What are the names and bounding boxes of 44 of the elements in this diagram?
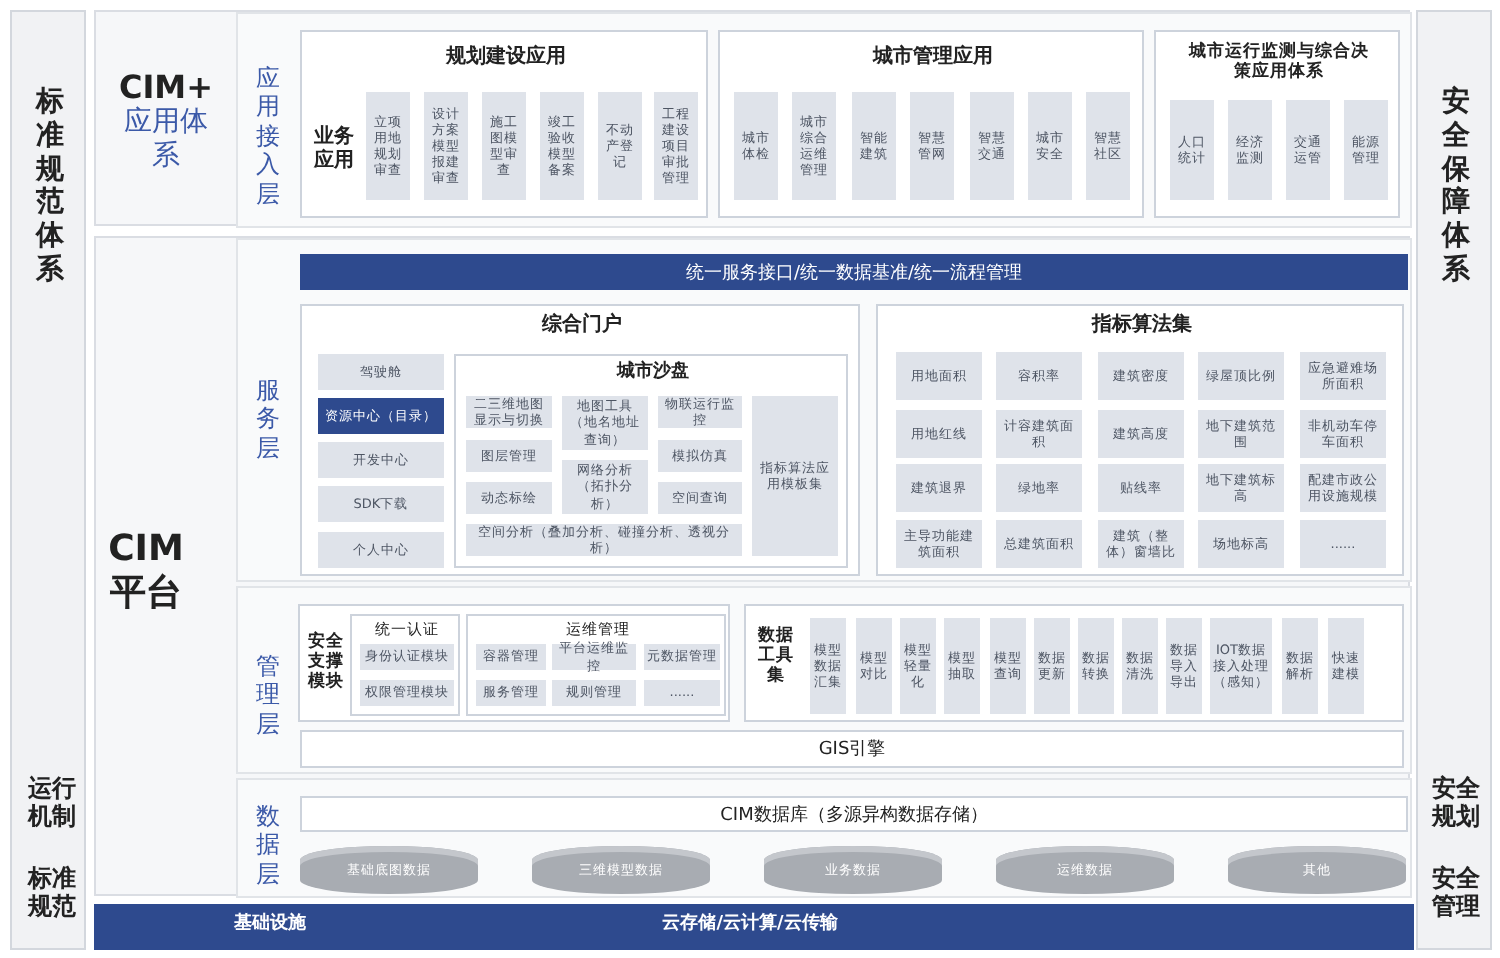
- side-panel: [1416, 10, 1492, 950]
- layer-label: 数据层: [254, 802, 282, 889]
- section-title: CIM平台: [106, 528, 186, 615]
- group-box: [298, 604, 730, 722]
- group-box: [744, 604, 1404, 722]
- side-title: 安全规划: [1429, 774, 1482, 832]
- infrastructure-bar: [94, 904, 1414, 950]
- group-box: [466, 614, 726, 716]
- box-title: 业务应用: [312, 126, 356, 174]
- bar-label: 云存储/云计算/云传输: [660, 914, 840, 936]
- side-panel: [10, 10, 86, 950]
- group-box: [1154, 30, 1400, 218]
- section-title: CIM+: [116, 68, 216, 106]
- box-title: 规划建设应用: [444, 46, 568, 70]
- layer-label: 应用接入层: [254, 64, 282, 208]
- section-title: 应用体系: [122, 106, 210, 174]
- box-title: 综合门户: [540, 314, 624, 338]
- layer-label: 服务层: [254, 376, 282, 463]
- group-box: [876, 304, 1404, 576]
- side-title: 安全保障体系: [1439, 86, 1472, 288]
- group-box: [454, 354, 848, 568]
- box-title: 城市管理应用: [870, 46, 995, 70]
- layer-label: 管理层: [254, 652, 282, 739]
- database-bar: CIM数据库（多源异构数据存储）: [300, 796, 1408, 832]
- box-title: 指标算法集: [1089, 314, 1194, 338]
- box-title: 安全支撑模块: [306, 632, 346, 694]
- bar-label: 基础设施: [232, 914, 308, 936]
- layer-band: [236, 778, 1412, 898]
- side-title: 标准规范体系: [33, 86, 66, 288]
- side-title: 标准规范: [25, 864, 78, 922]
- side-title: 安全管理: [1430, 864, 1482, 922]
- box-title: 城市运行监测与综合决策应用体系: [1186, 42, 1371, 83]
- group-box: [300, 30, 708, 218]
- engine-bar: GIS引擎: [300, 730, 1404, 768]
- box-title: 数据工具集: [756, 626, 796, 688]
- section-panel: [94, 236, 1410, 896]
- layer-band: [236, 238, 1412, 582]
- group-box: [300, 304, 860, 576]
- layer-band: [236, 586, 1412, 774]
- group-box: [718, 30, 1144, 218]
- group-box: [350, 614, 460, 716]
- side-title: 运行机制: [25, 774, 78, 832]
- banner-bar: 统一服务接口/统一数据基准/统一流程管理: [300, 254, 1408, 290]
- box-title: 城市沙盘: [614, 362, 691, 384]
